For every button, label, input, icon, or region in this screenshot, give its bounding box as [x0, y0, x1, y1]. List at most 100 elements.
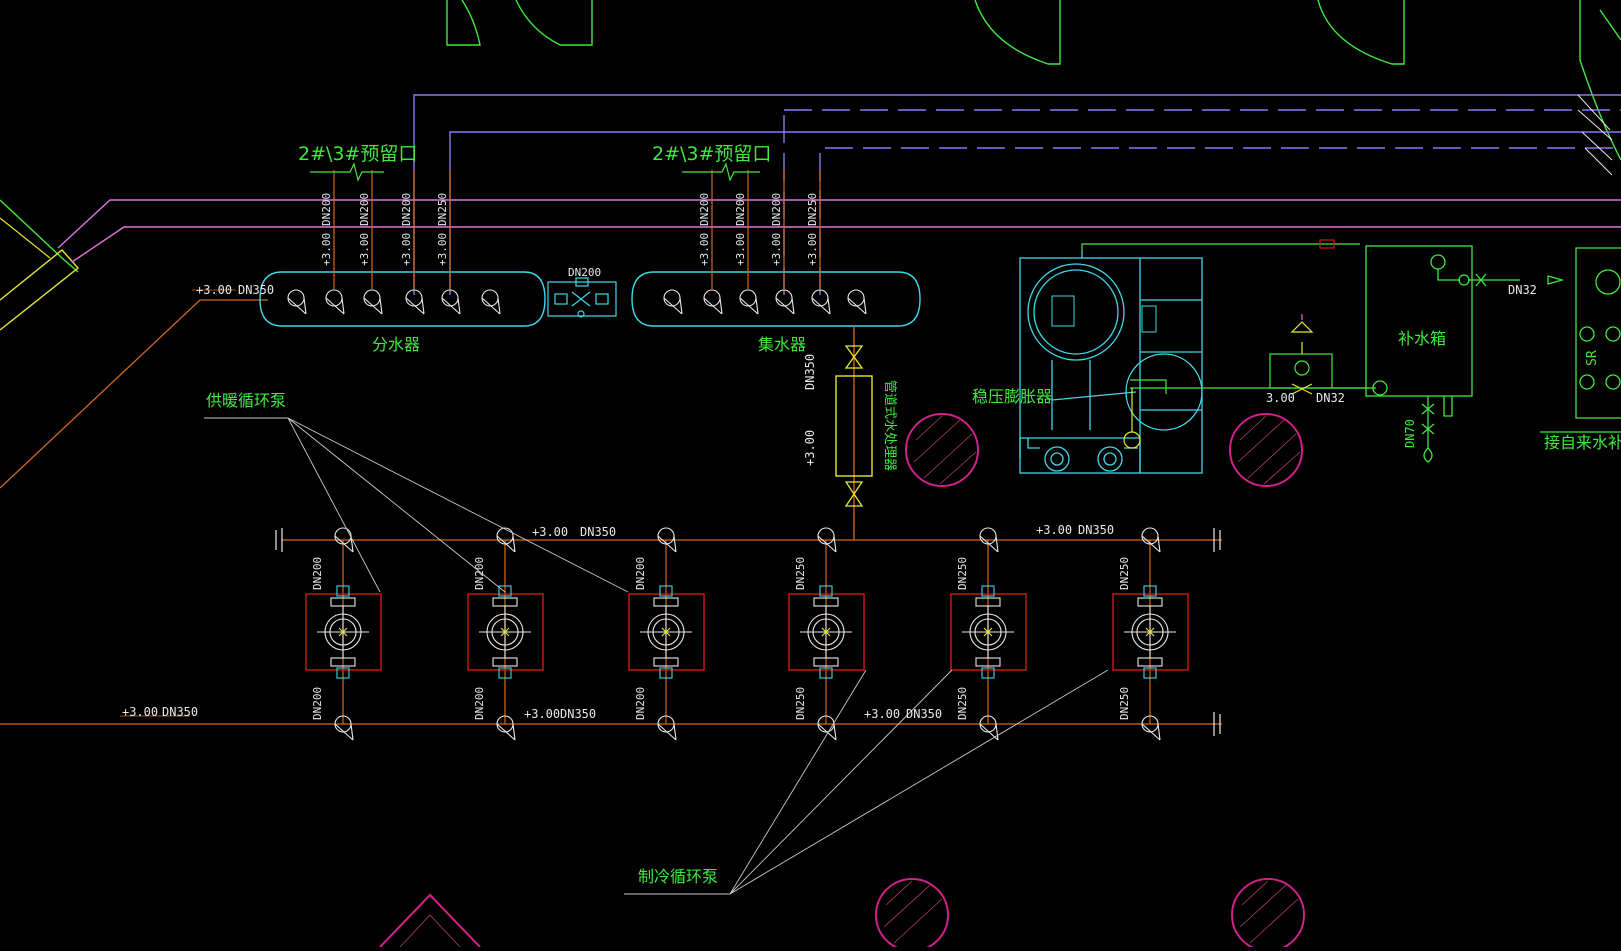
- pump-4-body: [800, 597, 852, 667]
- pump-3-dn-top: DN200: [634, 557, 647, 590]
- pump-1-box: [305, 593, 382, 671]
- reserve-port-left-label: 2#\3#预留口: [298, 143, 417, 165]
- violet-pipes: [413, 94, 1621, 295]
- diagonal-wall: [0, 199, 80, 331]
- distributor-branch-elev-1: +3.00: [320, 233, 333, 266]
- magenta-main-pipe: [57, 199, 1621, 263]
- pipe-filter: [835, 326, 873, 540]
- distributor-valve-2: [325, 289, 345, 315]
- text-labels: 2#\3#预留口 2#\3#预留口 分水器 集水器 供暖循环泵 制冷循环泵 稳压…: [122, 143, 1621, 886]
- pump-3-top-valve: [657, 527, 677, 553]
- structural-columns: [379, 413, 1305, 951]
- reserve-port-breaks: [310, 162, 760, 182]
- collector-branch-elev-2: +3.00: [734, 233, 747, 266]
- distributor-manifold: [259, 271, 546, 327]
- pump-2-box: [467, 593, 544, 671]
- pump-4-box: [788, 593, 865, 671]
- pump-4-bottom-valve: [817, 715, 837, 741]
- distributor-valve-4: [405, 289, 425, 315]
- collector-valve-1: [663, 289, 683, 315]
- makeup-tank: [1365, 245, 1565, 463]
- collector-branch-dn-3: DN200: [770, 193, 783, 226]
- filter-label: 管道式水处理器: [882, 380, 897, 471]
- reserve-port-right-label: 2#\3#预留口: [652, 143, 771, 165]
- filter-dn: DN350: [803, 354, 817, 390]
- distributor-branch-dn-1: DN200: [320, 193, 333, 226]
- collector-valve-6: [847, 289, 867, 315]
- manifold-branches: DN200+3.00DN200+3.00DN200+3.00DN250+3.00…: [320, 170, 821, 290]
- pump-6-body: [1124, 597, 1176, 667]
- pump-4-top-valve: [817, 527, 837, 553]
- filter-elev: +3.00: [803, 430, 817, 466]
- expansion-unit: [1019, 250, 1203, 474]
- pump-2-dn-bottom: DN200: [473, 687, 486, 720]
- header-bot-dn-3: DN350: [906, 707, 942, 721]
- pump-5-dn-top: DN250: [956, 557, 969, 590]
- distributor-branch-elev-3: +3.00: [400, 233, 413, 266]
- pump-5-dn-bottom: DN250: [956, 687, 969, 720]
- distributor-branch-elev-4: +3.00: [436, 233, 449, 266]
- door-symbols: [446, 0, 1621, 161]
- header-bot-elev-1: +3.00: [122, 705, 158, 719]
- distributor-branch-dn-4: DN250: [436, 193, 449, 226]
- circulation-pumps: DN200DN200DN200DN200DN200DN200DN250DN250…: [305, 527, 1189, 741]
- pump-5-box: [950, 593, 1027, 671]
- pump-6-dn-bottom: DN250: [1118, 687, 1131, 720]
- heating-pump-label: 供暖循环泵: [206, 391, 286, 410]
- pump-3-dn-bottom: DN200: [634, 687, 647, 720]
- header-bot-elev-3: +3.00: [864, 707, 900, 721]
- bypass-valve-assembly: [547, 277, 617, 318]
- pump-headers: [0, 528, 1222, 736]
- cooling-pump-label: 制冷循环泵: [638, 867, 718, 886]
- header-bot-dn-2: DN350: [560, 707, 596, 721]
- main-left-elev: +3.00: [196, 283, 232, 297]
- collector-valve-3: [739, 289, 759, 315]
- header-top-elev-1: +3.00: [532, 525, 568, 539]
- main-left-dn: DN350: [238, 283, 274, 297]
- makeup-tank-label: 补水箱: [1398, 329, 1446, 348]
- pump-3-box: [628, 593, 705, 671]
- collector-branch-dn-1: DN200: [698, 193, 711, 226]
- pump-2-bottom-valve: [496, 715, 516, 741]
- header-bot-elev-2: +3.00: [524, 707, 560, 721]
- distributor-valve-3: [363, 289, 383, 315]
- sr-label: SR: [1585, 350, 1600, 366]
- pump-2-body: [479, 597, 531, 667]
- expansion-tank-label: 稳压膨胀器: [972, 387, 1052, 406]
- pump-1-bottom-valve: [334, 715, 354, 741]
- makeup-dn: DN32: [1316, 391, 1345, 405]
- city-water-unit: [1540, 247, 1621, 433]
- distributor-branch-dn-3: DN200: [400, 193, 413, 226]
- distributor-branch-dn-2: DN200: [358, 193, 371, 226]
- expansion-green-lines: [1081, 239, 1376, 449]
- collector-branch-dn-4: DN250: [806, 193, 819, 226]
- inlet-dn: DN32: [1508, 283, 1537, 297]
- distributor-valve-5: [441, 289, 461, 315]
- collector-branch-elev-1: +3.00: [698, 233, 711, 266]
- pump-2-dn-top: DN200: [473, 557, 486, 590]
- makeup-elev: 3.00: [1266, 391, 1295, 405]
- pump-1-body: [317, 597, 369, 667]
- bypass-dn: DN200: [568, 266, 601, 279]
- leader-lines: [204, 417, 1109, 895]
- city-water-label: 接自来水补水: [1544, 433, 1621, 452]
- collector-valve-5: [811, 289, 831, 315]
- distributor-valve-6: [481, 289, 501, 315]
- distributor-valve-1: [287, 289, 307, 315]
- collector-branch-elev-3: +3.00: [770, 233, 783, 266]
- pump-5-top-valve: [979, 527, 999, 553]
- distributor-label: 分水器: [372, 335, 420, 354]
- header-top-elev-2: +3.00: [1036, 523, 1072, 537]
- pump-3-body: [640, 597, 692, 667]
- collector-label: 集水器: [758, 335, 806, 354]
- header-top-dn-2: DN350: [1078, 523, 1114, 537]
- pump-6-dn-top: DN250: [1118, 557, 1131, 590]
